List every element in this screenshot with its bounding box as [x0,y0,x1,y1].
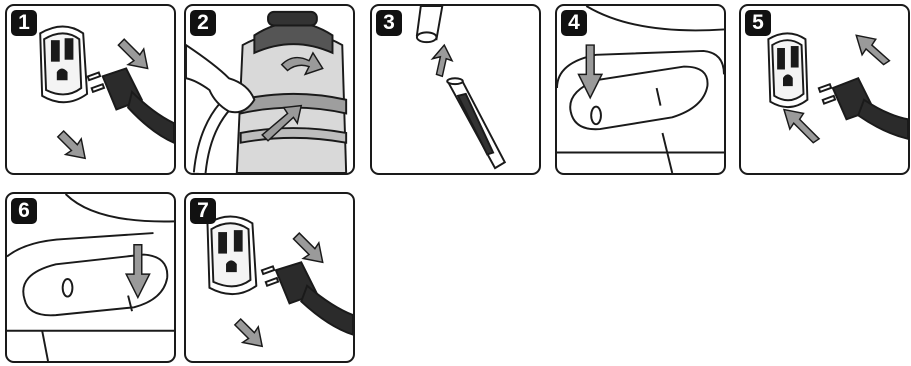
arrow-icon [56,38,149,160]
arrow-icon [124,244,151,300]
step-number-badge: 6 [11,198,37,224]
step-1-panel: 1 [5,4,176,175]
wand-icon [446,77,507,170]
arrow-icon [782,34,891,144]
step-3-panel: 3 [370,4,541,175]
wall-outlet-icon [206,215,258,296]
step-2-panel: 2 [184,4,355,175]
extension-wand-illustration [415,6,507,170]
hand-icon [186,43,256,114]
step-7-panel: 7 [184,192,355,363]
arrow-icon [577,44,604,100]
step-4-panel: 4 [555,4,726,175]
wall-outlet-icon [39,25,89,104]
plug-icon [260,261,353,336]
step-5-panel: 5 [739,4,910,175]
rocker-switch-icon [569,65,709,131]
step-number-badge: 5 [745,10,771,36]
switch-off-illustration [7,194,174,361]
plug-icon [86,67,174,144]
outlet-plug-illustration [39,25,174,160]
arrow-icon [261,51,324,142]
step-number-badge: 4 [561,10,587,36]
step-number-badge: 1 [11,10,37,36]
arrow-icon [233,232,324,348]
rocker-switch-icon [22,253,169,317]
outlet-plug-illustration [767,32,908,144]
outlet-plug-illustration [206,215,353,348]
plug-icon [817,77,908,140]
hose-vacuum-illustration [186,10,348,173]
step-number-badge: 2 [190,10,216,36]
vacuum-icon [235,10,348,173]
hose-end-icon [415,6,444,44]
step-6-panel: 6 [5,192,176,363]
step-number-badge: 3 [376,10,402,36]
wall-outlet-icon [767,32,809,109]
step-number-badge: 7 [190,198,216,224]
arrow-icon [430,43,454,78]
switch-on-illustration [557,6,724,173]
